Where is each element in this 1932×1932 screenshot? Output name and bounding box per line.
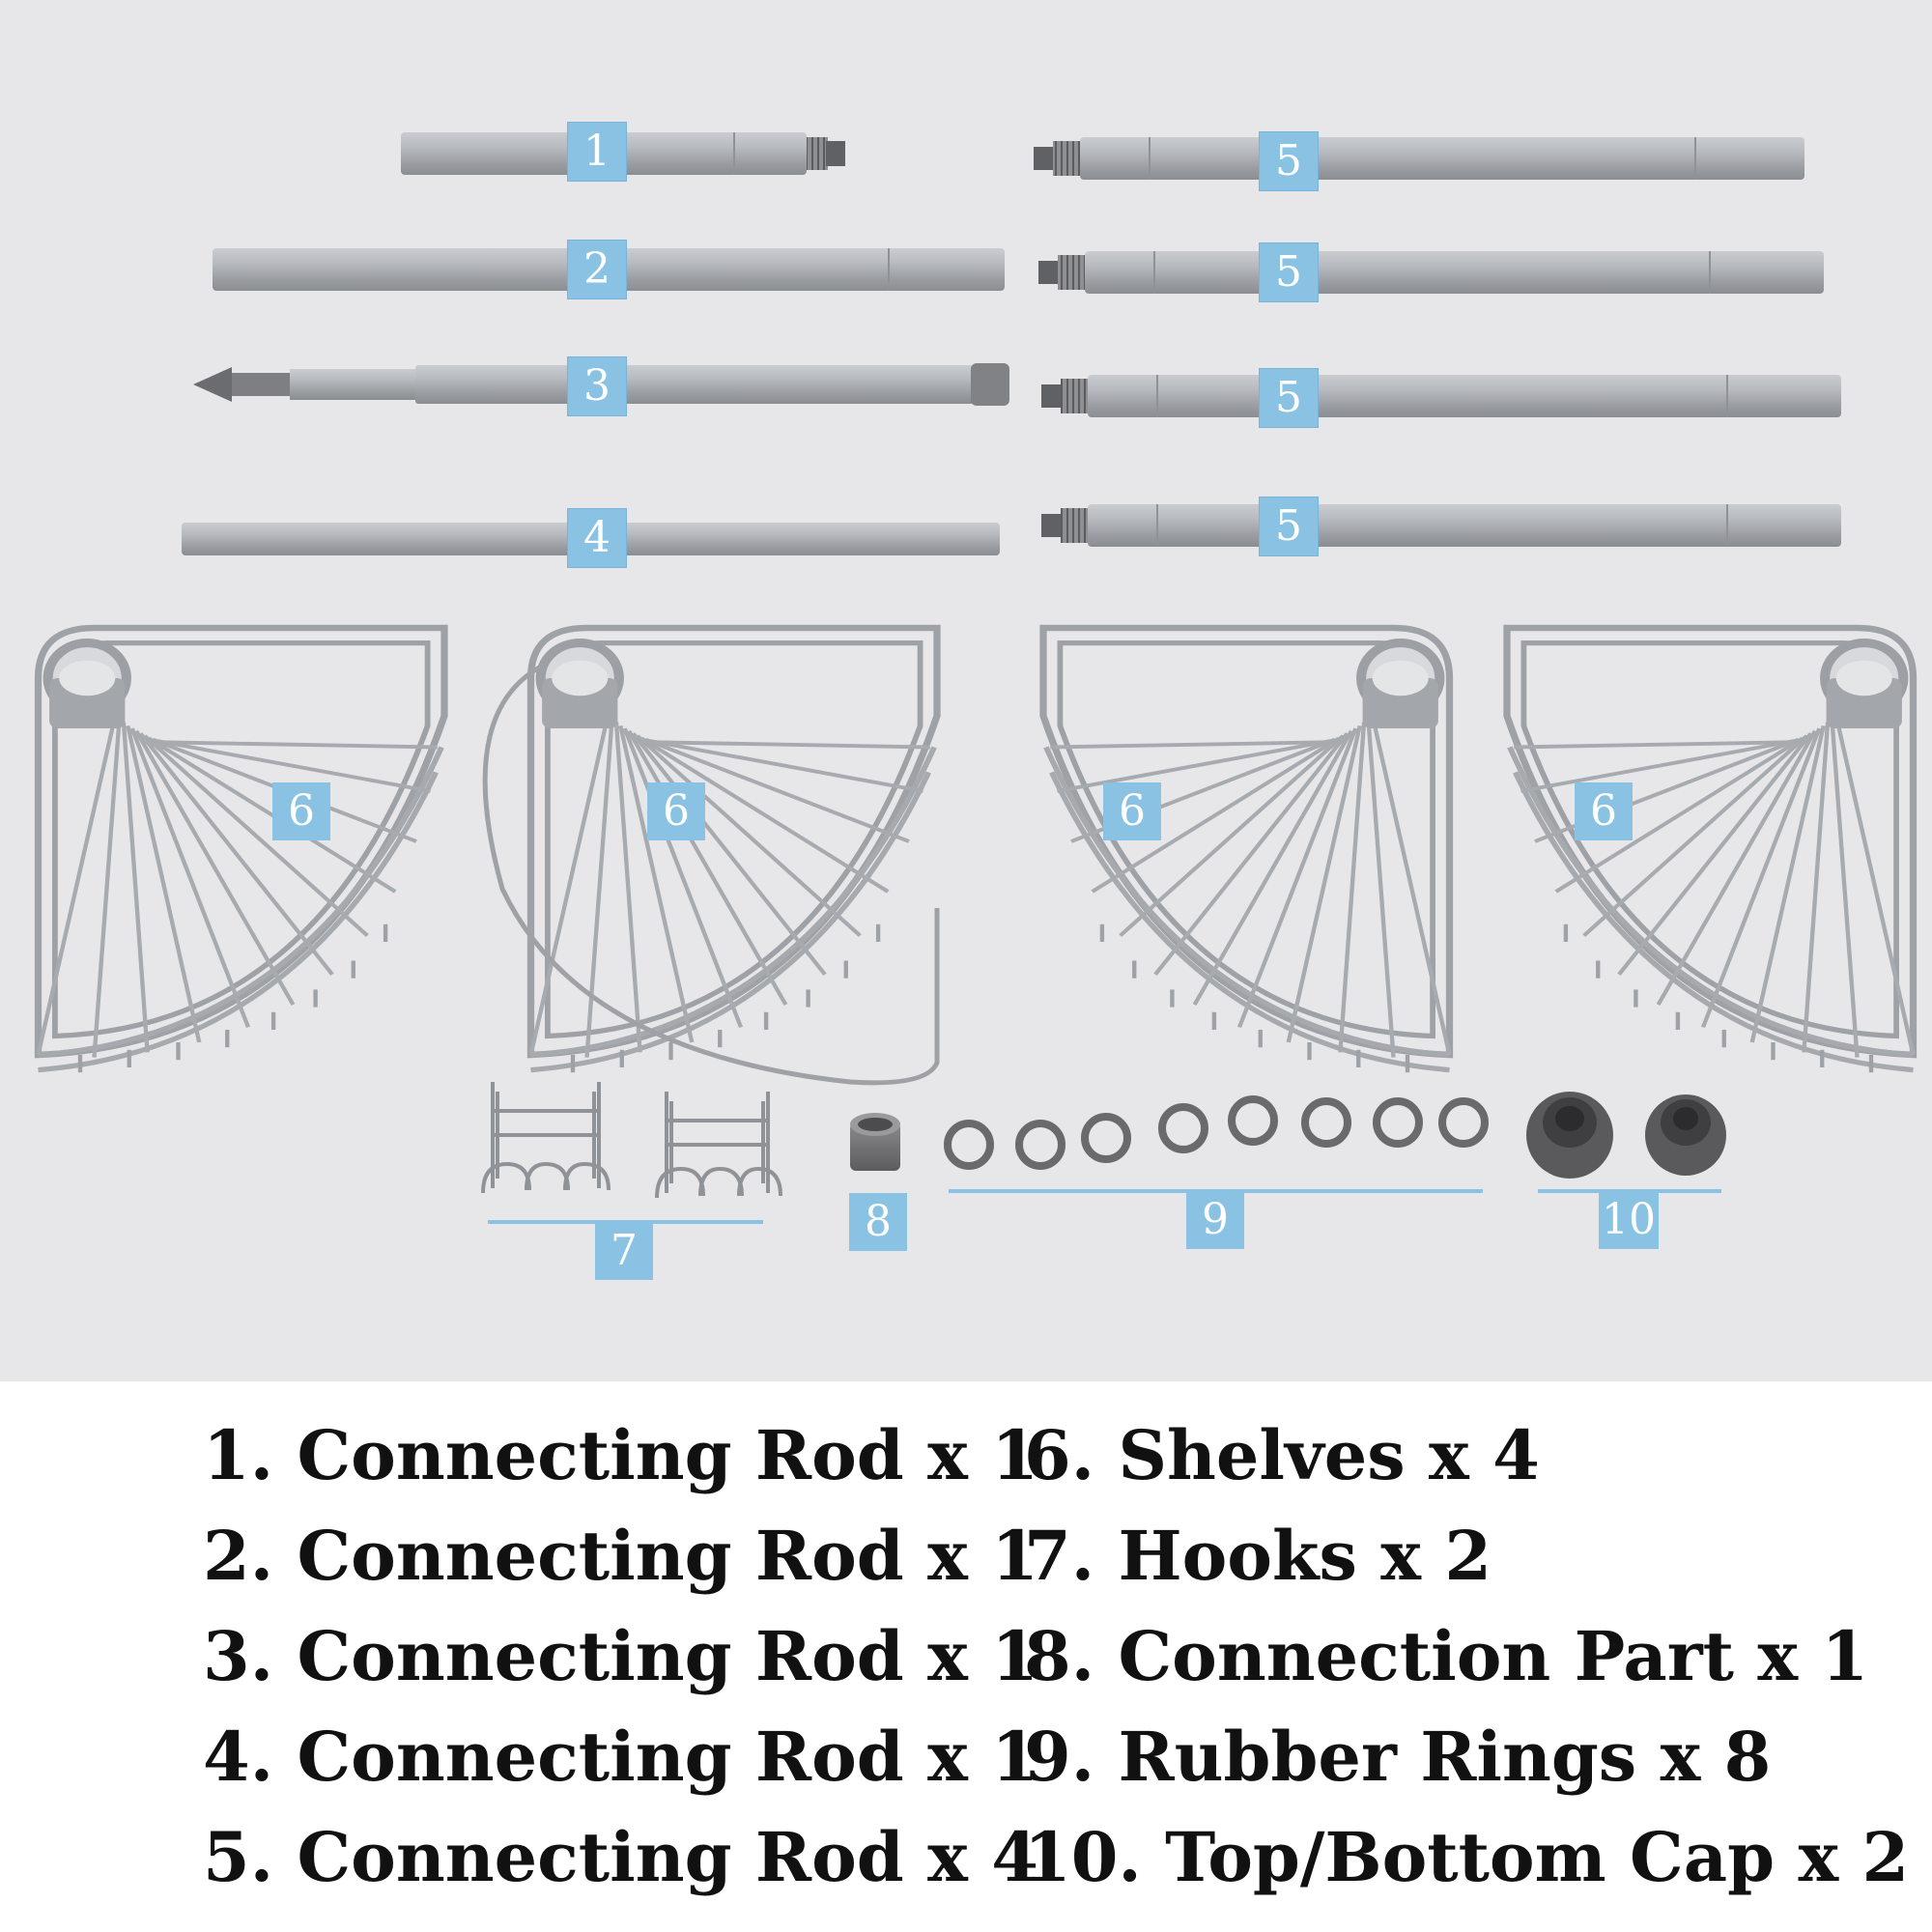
callout-connection-part: 8 <box>849 1193 907 1251</box>
legend-item-3: 3. Connecting Rod x 1 <box>203 1616 1038 1696</box>
callout-rod-5-d: 5 <box>1260 497 1318 555</box>
connecting-rod-5-d <box>1041 504 1841 547</box>
legend-item-1: 1. Connecting Rod x 1 <box>203 1415 1038 1495</box>
legend-item-10: 10. Top/Bottom Cap x 2 <box>1024 1817 1910 1897</box>
callout-shelf-a: 6 <box>272 782 330 840</box>
shelf-d <box>1507 628 1914 1072</box>
legend-item-8: 8. Connection Part x 1 <box>1024 1616 1869 1696</box>
parts-legend-left: 1. Connecting Rod x 1 2. Connecting Rod … <box>203 1406 1038 1908</box>
shelf-a <box>38 628 444 1072</box>
legend-item-2: 2. Connecting Rod x 1 <box>203 1516 1038 1596</box>
rubber-rings <box>944 1095 1489 1170</box>
callout-caps: 10 <box>1599 1191 1659 1249</box>
callout-rod-1: 1 <box>568 123 626 181</box>
legend-item-7: 7. Hooks x 2 <box>1024 1516 1492 1596</box>
connecting-rod-5-a <box>1034 137 1804 180</box>
connection-part <box>850 1113 900 1171</box>
callout-shelf-d: 6 <box>1575 782 1633 840</box>
legend-item-9: 9. Rubber Rings x 8 <box>1024 1717 1772 1797</box>
callout-rod-2: 2 <box>568 241 626 298</box>
callout-rod-3: 3 <box>568 357 626 415</box>
shelf-b <box>482 628 937 1086</box>
connecting-rod-3 <box>193 363 1009 406</box>
shelf-c <box>1043 628 1450 1072</box>
hook-a <box>481 1082 611 1194</box>
product-photo: 1 2 3 4 5 5 5 5 6 6 6 6 7 8 9 10 <box>0 0 1932 1381</box>
parts-legend-right: 6. Shelves x 4 7. Hooks x 2 8. Connectio… <box>1024 1406 1909 1908</box>
legend-item-6: 6. Shelves x 4 <box>1024 1415 1540 1495</box>
callout-rod-5-a: 5 <box>1260 132 1318 190</box>
hook-b <box>655 1092 782 1199</box>
callout-rod-5-c: 5 <box>1260 369 1318 427</box>
parts-illustration <box>0 132 1932 1224</box>
top-bottom-caps <box>1526 1092 1726 1179</box>
legend-item-4: 4. Connecting Rod x 1 <box>203 1717 1038 1797</box>
callout-rod-5-b: 5 <box>1260 243 1318 301</box>
callout-hooks: 7 <box>595 1222 653 1280</box>
callout-shelf-c: 6 <box>1103 782 1161 840</box>
callout-shelf-b: 6 <box>647 782 705 840</box>
legend-item-5: 5. Connecting Rod x 4 <box>203 1817 1038 1897</box>
connecting-rod-5-c <box>1041 375 1841 417</box>
callout-rod-4: 4 <box>568 509 626 567</box>
connecting-rod-5-b <box>1038 251 1824 294</box>
callout-rubber-rings: 9 <box>1186 1191 1244 1249</box>
